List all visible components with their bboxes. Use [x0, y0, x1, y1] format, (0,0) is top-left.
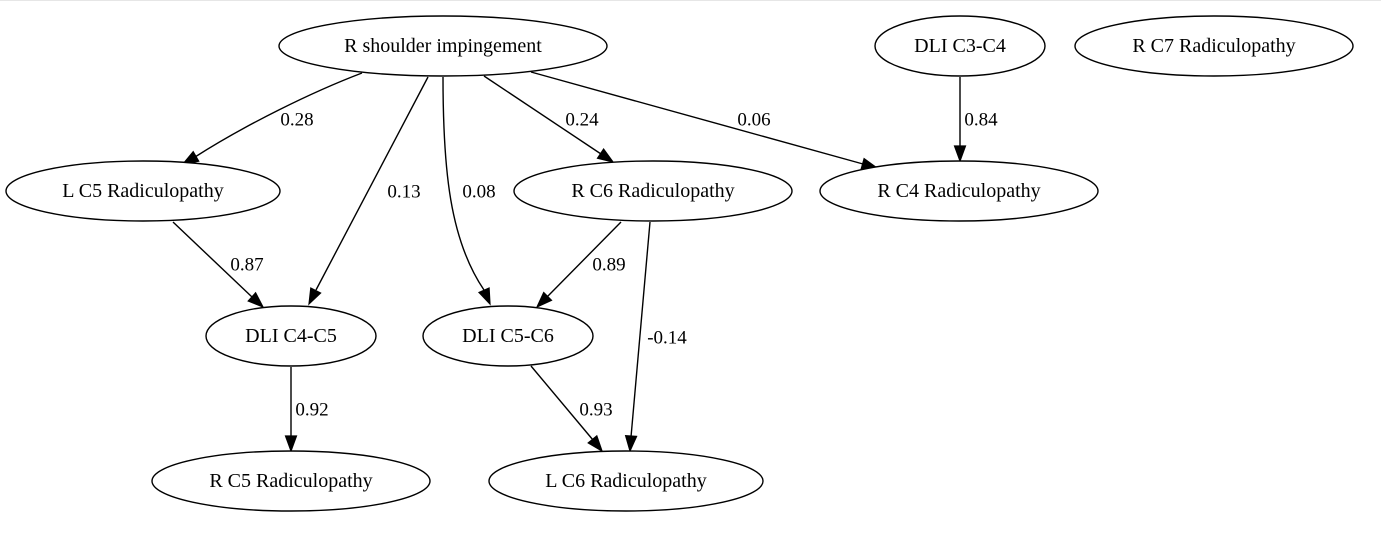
arrowhead [247, 291, 265, 309]
node-ellipse [278, 15, 608, 77]
node-r-c7-radiculopathy: R C7 Radiculopathy [1074, 15, 1354, 77]
node-ellipse [1074, 15, 1354, 77]
edge-dlic3c4-rc4 [953, 77, 967, 163]
edge-line [483, 75, 602, 155]
node-label: L C6 Radiculopathy [545, 470, 706, 492]
edge-weight-label: 0.06 [737, 110, 770, 131]
arrowhead [624, 434, 638, 453]
edge-rc6-dlic5c6 [535, 221, 622, 309]
arrowhead [587, 434, 604, 453]
edge-dlic5c6-lc6 [530, 365, 604, 453]
edge-line [530, 71, 864, 165]
node-dli-c5-c6: DLI C5-C6 [422, 305, 594, 367]
arrowhead [535, 291, 553, 309]
edge-weight-label: 0.87 [230, 255, 263, 276]
edge-shoulder-rc6 [483, 75, 615, 163]
nodes-layer: R shoulder impingement DLI C3-C4 R C7 Radi… [5, 15, 1354, 512]
edge-line [172, 221, 253, 298]
edge-weight-label: 0.13 [387, 182, 420, 203]
node-ellipse [488, 450, 764, 512]
edge-weight-label: 0.84 [964, 110, 998, 131]
node-l-c6-radiculopathy: L C6 Radiculopathy [488, 450, 764, 512]
edge-line [530, 365, 594, 441]
edge-lc5-dlic4c5 [172, 221, 265, 309]
node-ellipse [151, 450, 431, 512]
node-r-c4-radiculopathy: R C4 Radiculopathy [819, 160, 1099, 222]
page-top-rule [0, 0, 1381, 1]
edge-weight-label: -0.14 [647, 328, 687, 349]
arrowhead [308, 287, 322, 306]
edge-shoulder-lc5 [181, 72, 363, 165]
node-label: DLI C4-C5 [245, 325, 337, 347]
arrowhead [284, 435, 298, 453]
edges-layer [172, 71, 967, 453]
node-label: R C4 Radiculopathy [877, 180, 1040, 202]
edge-line [315, 76, 429, 291]
edge-labels-layer: 0.28 0.13 0.08 0.24 0.06 0.84 0.87 0.89 -0.14 0.9… [230, 110, 998, 421]
edge-line [630, 221, 651, 438]
node-ellipse [205, 305, 377, 367]
node-r-shoulder-impingement: R shoulder impingement [278, 15, 608, 77]
edge-weight-label: 0.28 [280, 110, 313, 131]
arrowhead [953, 145, 967, 163]
node-label: R shoulder impingement [344, 35, 542, 57]
edge-rc6-lc6 [624, 221, 651, 453]
edge-dlic4c5-rc5 [284, 367, 298, 453]
node-label: R C7 Radiculopathy [1132, 35, 1295, 57]
node-ellipse [513, 160, 793, 222]
node-label: DLI C3-C4 [914, 35, 1006, 57]
edge-weight-label: 0.93 [579, 400, 612, 421]
node-ellipse [874, 15, 1046, 77]
edge-shoulder-dlic5c6 [442, 76, 491, 306]
edge-weight-label: 0.89 [592, 255, 625, 276]
node-label: DLI C5-C6 [462, 325, 554, 347]
edge-weight-label: 0.08 [462, 182, 495, 203]
edge-shoulder-dlic4c5 [308, 76, 429, 306]
edge-line [546, 221, 622, 298]
node-label: R C5 Radiculopathy [209, 470, 372, 492]
node-l-c5-radiculopathy: L C5 Radiculopathy [5, 160, 281, 222]
edge-line [194, 72, 363, 158]
node-ellipse [5, 160, 281, 222]
node-label: R C6 Radiculopathy [571, 180, 734, 202]
arrowhead [596, 148, 615, 163]
edge-weight-label: 0.92 [295, 400, 328, 421]
node-ellipse [422, 305, 594, 367]
node-r-c5-radiculopathy: R C5 Radiculopathy [151, 450, 431, 512]
edge-weight-label: 0.24 [565, 110, 599, 131]
node-dli-c4-c5: DLI C4-C5 [205, 305, 377, 367]
node-dli-c3-c4: DLI C3-C4 [874, 15, 1046, 77]
node-label: L C5 Radiculopathy [62, 180, 223, 202]
edge-line [442, 76, 485, 291]
node-r-c6-radiculopathy: R C6 Radiculopathy [513, 160, 793, 222]
node-ellipse [819, 160, 1099, 222]
arrowhead [477, 287, 491, 306]
